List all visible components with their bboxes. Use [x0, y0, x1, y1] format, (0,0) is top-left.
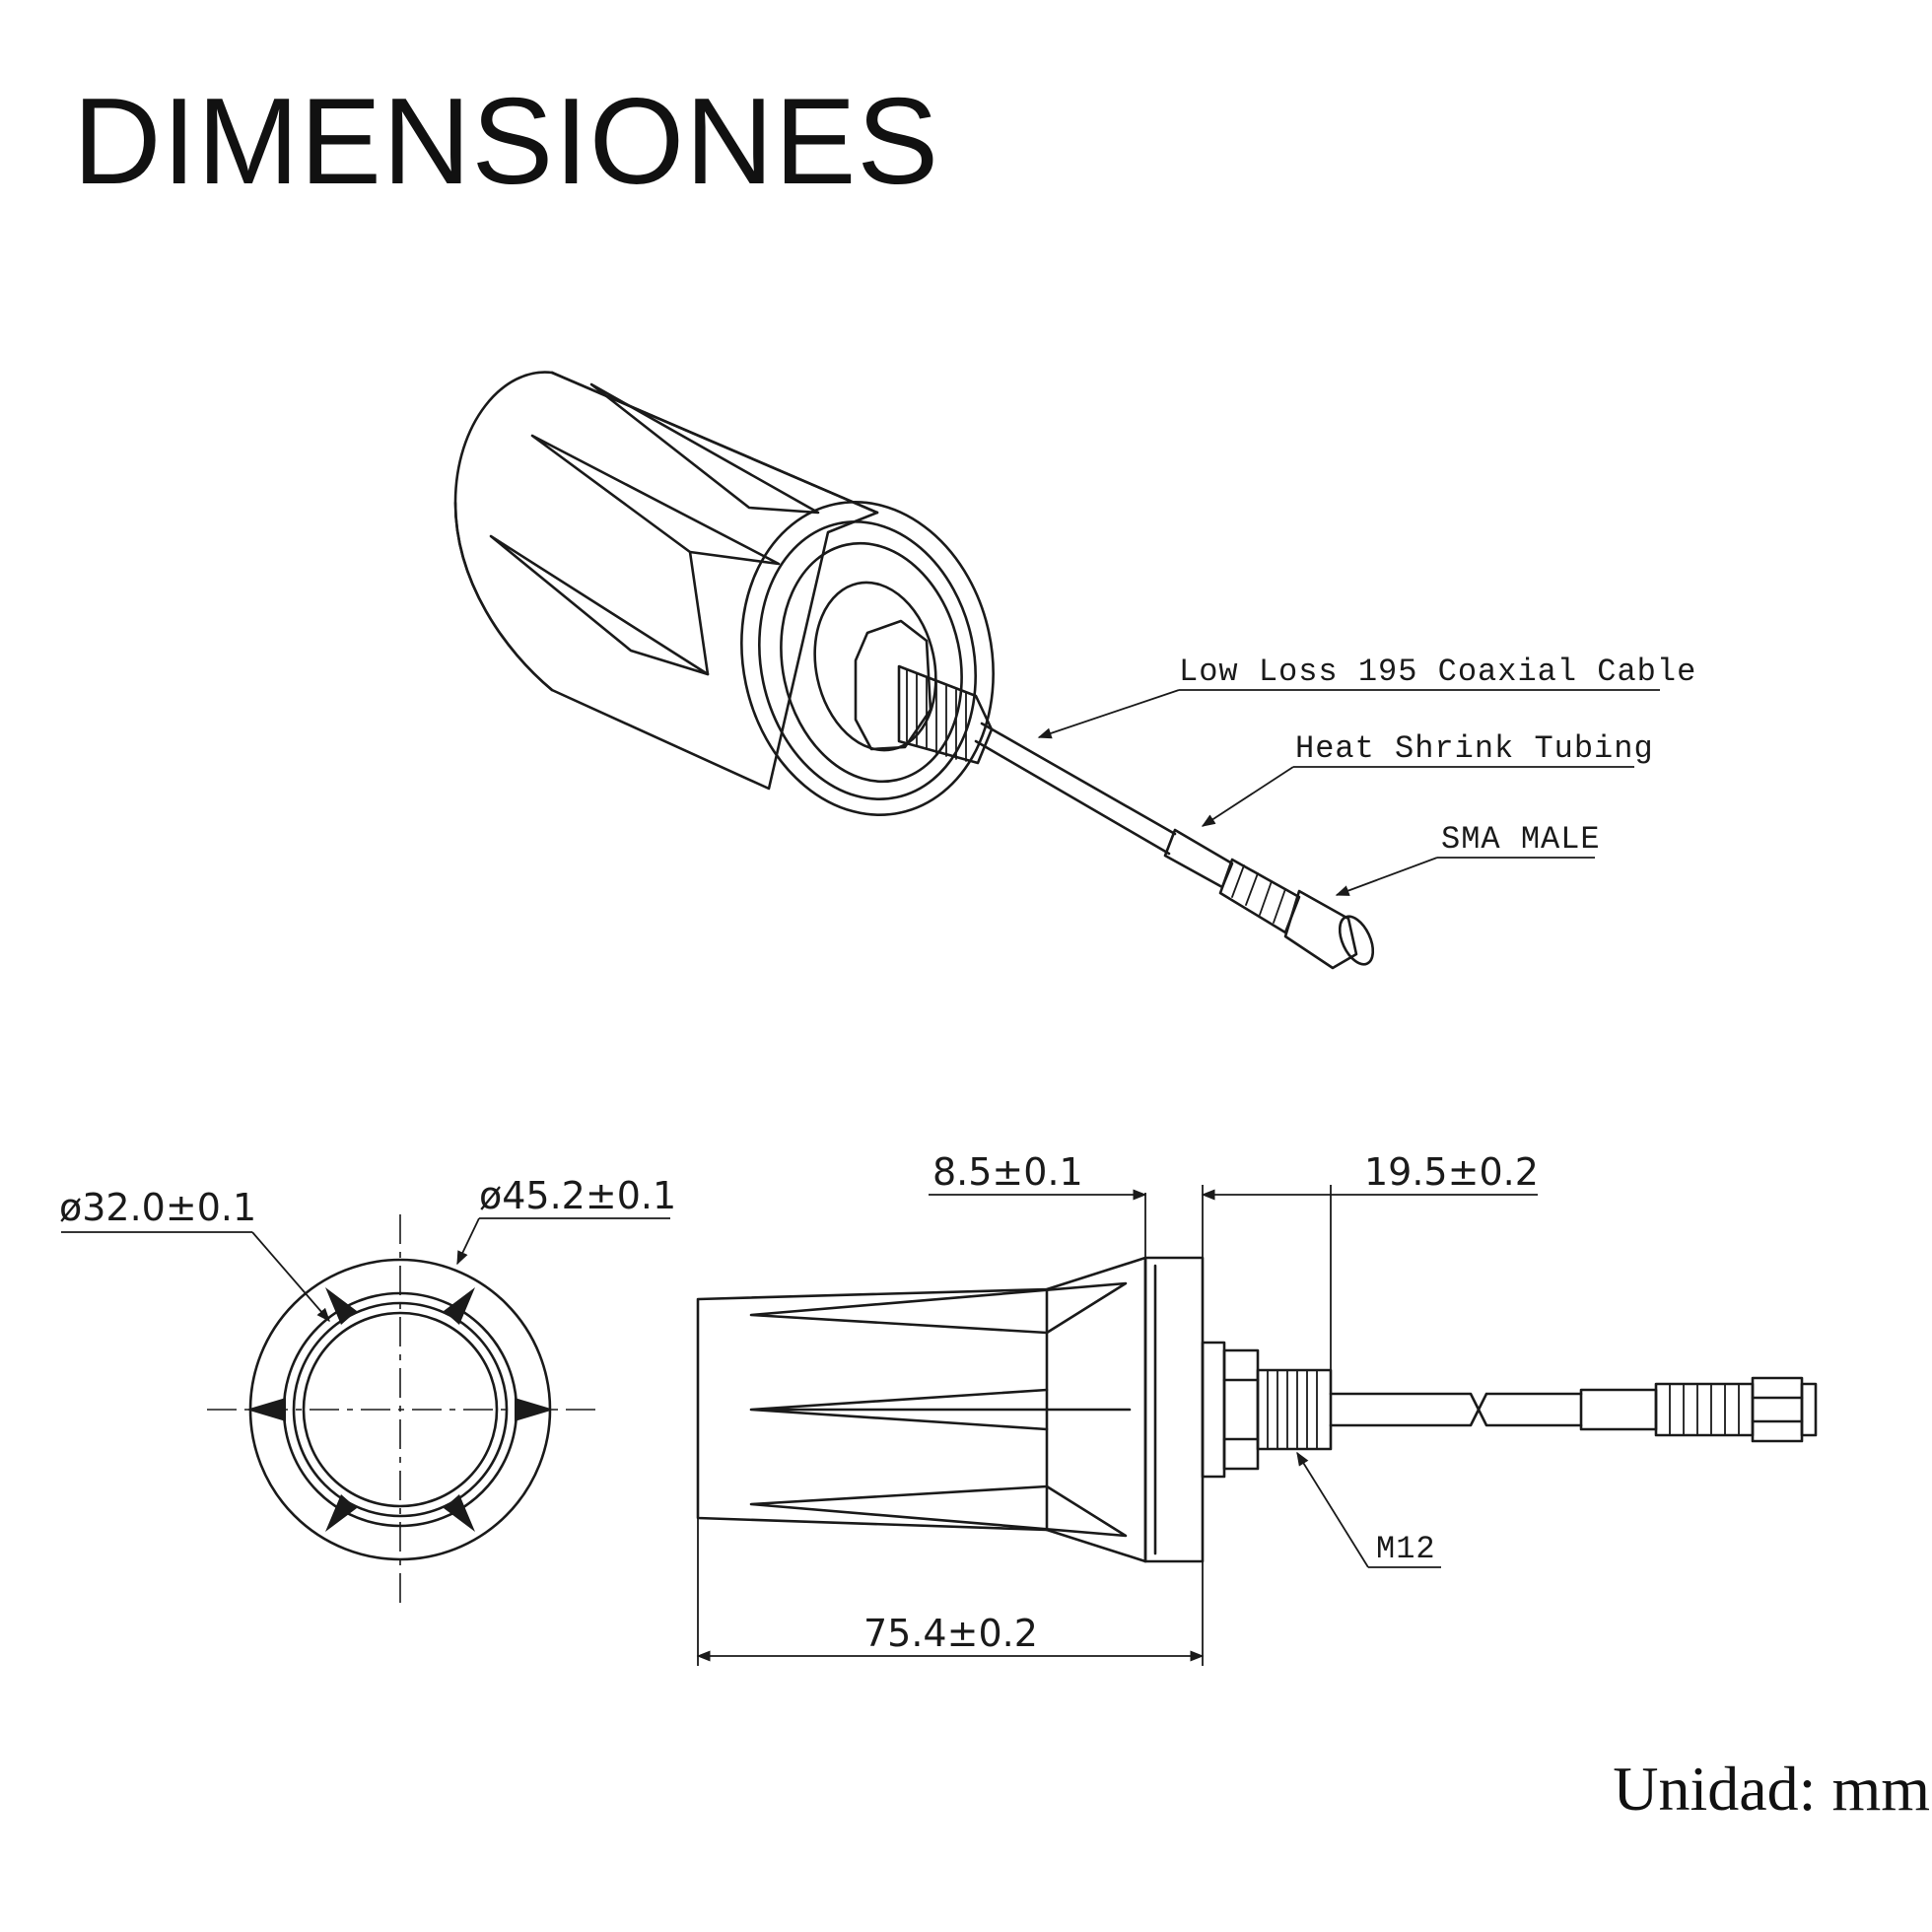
- side-hex-nut: [1222, 1348, 1260, 1471]
- side-view: [696, 1256, 1818, 1563]
- iso-rib: [530, 434, 781, 566]
- iso-thread-lines: [906, 669, 967, 762]
- iso-sma-nut: [1283, 889, 1358, 970]
- dim-body-length: 75.4±0.2: [696, 1518, 1205, 1666]
- side-cable: [1329, 1392, 1583, 1427]
- iso-flange-ring: [780, 541, 963, 784]
- side-thread: [1256, 1368, 1333, 1451]
- iso-sma-tip: [1338, 915, 1375, 966]
- callout-connector: SMA MALE: [1335, 821, 1601, 896]
- isometric-view: [453, 371, 1375, 970]
- iso-heat-shrink: [1163, 828, 1234, 889]
- side-sma-tip: [1800, 1382, 1818, 1437]
- front-rib-notches: [246, 1287, 554, 1532]
- side-rib-top: [749, 1281, 1128, 1335]
- front-inner-circle: [302, 1311, 499, 1508]
- side-rib-mid: [749, 1388, 1132, 1431]
- callout-cable: Low Loss 195 Coaxial Cable: [1037, 654, 1696, 739]
- side-rib-bot: [749, 1484, 1128, 1538]
- side-washer: [1201, 1341, 1226, 1479]
- iso-flange-ring: [813, 581, 937, 752]
- page-title: DIMENSIONES: [73, 74, 940, 210]
- dim-flange: 8.5±0.1: [929, 1150, 1147, 1258]
- iso-flange-ring: [758, 519, 977, 801]
- dim-inner-diameter: ø32.0±0.1: [59, 1186, 330, 1323]
- callout-thread: M12: [1296, 1451, 1441, 1568]
- iso-cable: [974, 722, 1177, 856]
- iso-rib: [489, 534, 710, 676]
- side-heat-shrink: [1579, 1388, 1658, 1431]
- outer-diameter-label: ø45.2±0.1: [479, 1174, 676, 1217]
- side-thread-lines: [1267, 1369, 1318, 1450]
- unit-note: Unidad: mm: [1613, 1754, 1930, 1824]
- iso-body-outline: [453, 371, 879, 791]
- side-sma-nut: [1751, 1376, 1804, 1443]
- iso-hex-nut: [854, 619, 932, 751]
- body-length-label: 75.4±0.2: [863, 1612, 1038, 1655]
- callout-tubing-label: Heat Shrink Tubing: [1295, 730, 1654, 767]
- inner-diameter-label: ø32.0±0.1: [59, 1186, 256, 1229]
- front-ring-inner: [292, 1301, 509, 1518]
- thread-label: M12: [1376, 1531, 1436, 1567]
- dim-outer-diameter: ø45.2±0.1: [456, 1174, 676, 1266]
- iso-rib: [589, 382, 820, 515]
- dim-thread-length: 19.5±0.2: [1201, 1150, 1539, 1370]
- callout-cable-label: Low Loss 195 Coaxial Cable: [1179, 654, 1696, 690]
- callout-connector-label: SMA MALE: [1441, 821, 1601, 858]
- thread-length-label: 19.5±0.2: [1364, 1150, 1539, 1194]
- front-view: [207, 1214, 597, 1607]
- callout-tubing: Heat Shrink Tubing: [1201, 730, 1654, 827]
- flange-label: 8.5±0.1: [932, 1150, 1083, 1194]
- iso-flange-outer: [740, 501, 995, 816]
